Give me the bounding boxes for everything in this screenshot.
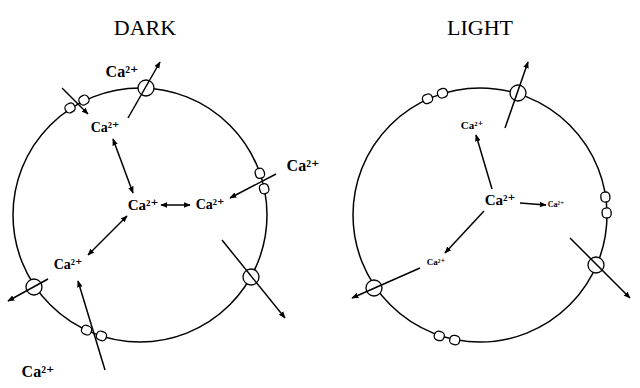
channel-symbols [63,87,611,346]
ion-label: Ca²⁺ [196,198,225,212]
pump-symbols [26,80,604,296]
ion-label: Ca²⁺ [287,158,320,174]
ion-label: Ca²⁺ [54,258,83,272]
ion-label: Ca²⁺ [548,201,564,209]
ion-label: Ca²⁺ [461,120,484,131]
cell-membrane [353,88,607,342]
ion-label: Ca²⁺ [106,64,139,80]
ion-label: Ca²⁺ [22,364,55,380]
flux-arrows [8,62,630,370]
panel-title: DARK [114,17,176,39]
ion-label: Ca²⁺ [485,193,516,208]
ion-label: Ca²⁺ [91,121,120,135]
cell-membrane [13,88,267,342]
ion-label: Ca²⁺ [427,258,445,267]
ion-label: Ca²⁺ [128,198,159,213]
panel-title: LIGHT [447,17,513,39]
